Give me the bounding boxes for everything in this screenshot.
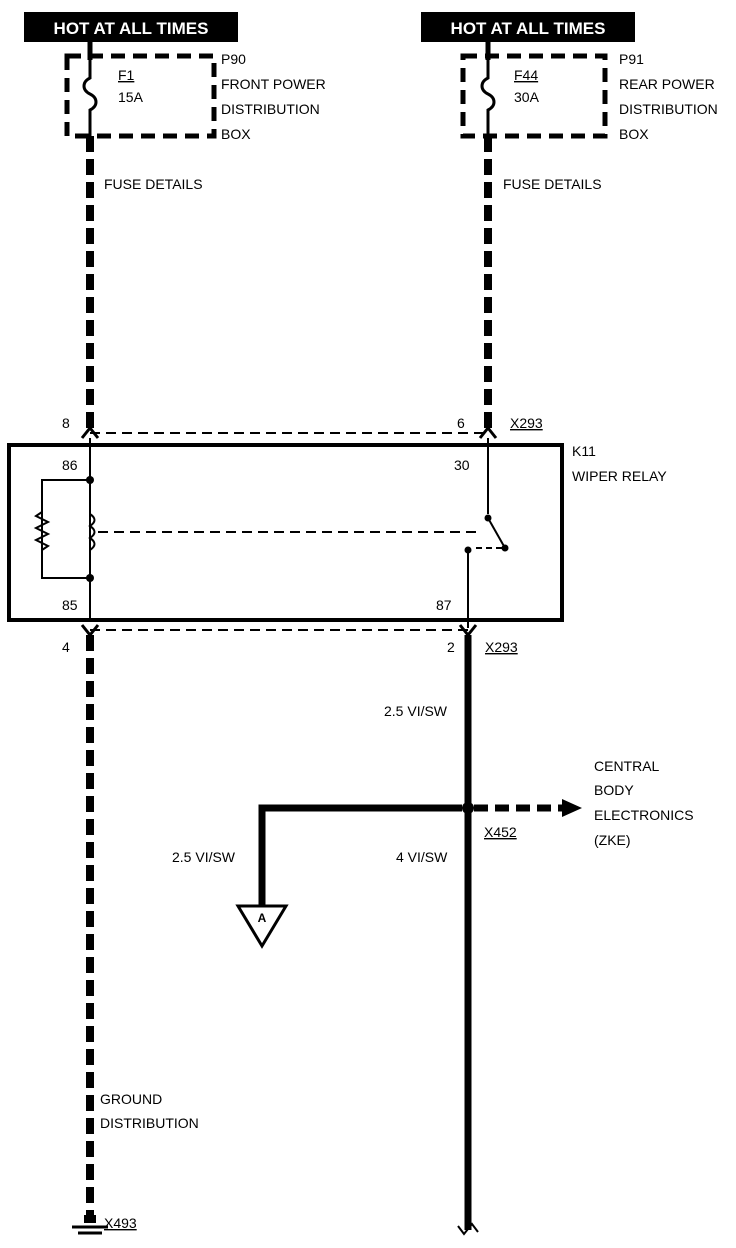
fuse-f44-rating: 30A [514,89,540,105]
destination-line3: ELECTRONICS [594,807,694,823]
fuse-f1-symbol [82,60,98,136]
fuse-box-rear-line1: REAR POWER [619,76,715,92]
relay-pin-87: 87 [436,597,452,613]
relay-pin-85: 85 [62,597,78,613]
offpage-connector-a: A [235,904,289,949]
fuse-box-rear: F44 30A [460,53,608,139]
connector-bottom-pin-right: 2 [447,639,455,655]
splice-x452 [462,802,474,814]
header-right-text: HOT AT ALL TIMES [451,19,606,38]
offpage-connector-label: A [258,911,267,925]
wire-branch-left [258,804,462,906]
relay-pin-30: 30 [454,457,470,473]
connector-top-ref: X293 [510,415,543,431]
fuse-box-rear-ref: P91 [619,51,644,67]
destination-line4: (ZKE) [594,832,631,848]
fuse-f44-label: F44 [514,67,538,83]
fuse-f44-symbol [480,60,496,136]
wire-break-icon [457,1222,479,1236]
splice-ref: X452 [484,824,517,840]
relay-name: WIPER RELAY [572,468,667,484]
fuse-box-front-line1: FRONT POWER [221,76,326,92]
wire-output-main-label: 2.5 VI/SW [384,703,448,719]
ground-icon [72,1215,108,1235]
connector-x293-top: 8 6 X293 [62,415,543,439]
fuse-details-left: FUSE DETAILS [104,176,203,192]
connector-bottom-ref: X293 [485,639,518,655]
ground-line2: DISTRIBUTION [100,1115,199,1131]
relay-coil-icon [88,513,96,551]
connector-top-pin-left: 8 [62,415,70,431]
fuse-box-front-ref: P90 [221,51,246,67]
fuse-details-right: FUSE DETAILS [503,176,602,192]
header-left: HOT AT ALL TIMES [24,12,238,42]
fuse-box-rear-line2: DISTRIBUTION [619,101,718,117]
relay-ref: K11 [572,443,596,459]
header-left-text: HOT AT ALL TIMES [54,19,209,38]
connector-top-pin-right: 6 [457,415,465,431]
fuse-box-front: F1 15A [64,53,217,139]
arrow-right-icon [562,799,582,817]
ground-line1: GROUND [100,1091,162,1107]
header-right: HOT AT ALL TIMES [421,12,635,42]
resistor-icon [33,511,51,551]
fuse-f1-label: F1 [118,67,135,83]
fuse-box-front-line2: DISTRIBUTION [221,101,320,117]
destination-line1: CENTRAL [594,758,660,774]
fuse-f1-rating: 15A [118,89,144,105]
fuse-box-front-line3: BOX [221,126,251,142]
connector-bottom-pin-left: 4 [62,639,70,655]
ground-ref: X493 [104,1215,137,1231]
wire-branch-left-label: 2.5 VI/SW [172,849,236,865]
relay-pin-86: 86 [62,457,78,473]
wiper-relay: 86 85 30 87 [7,438,564,628]
destination-line2: BODY [594,782,634,798]
wire-continue-down-label: 4 VI/SW [396,849,448,865]
fuse-box-rear-line3: BOX [619,126,649,142]
connector-x293-bottom: 4 2 X293 [62,624,518,655]
